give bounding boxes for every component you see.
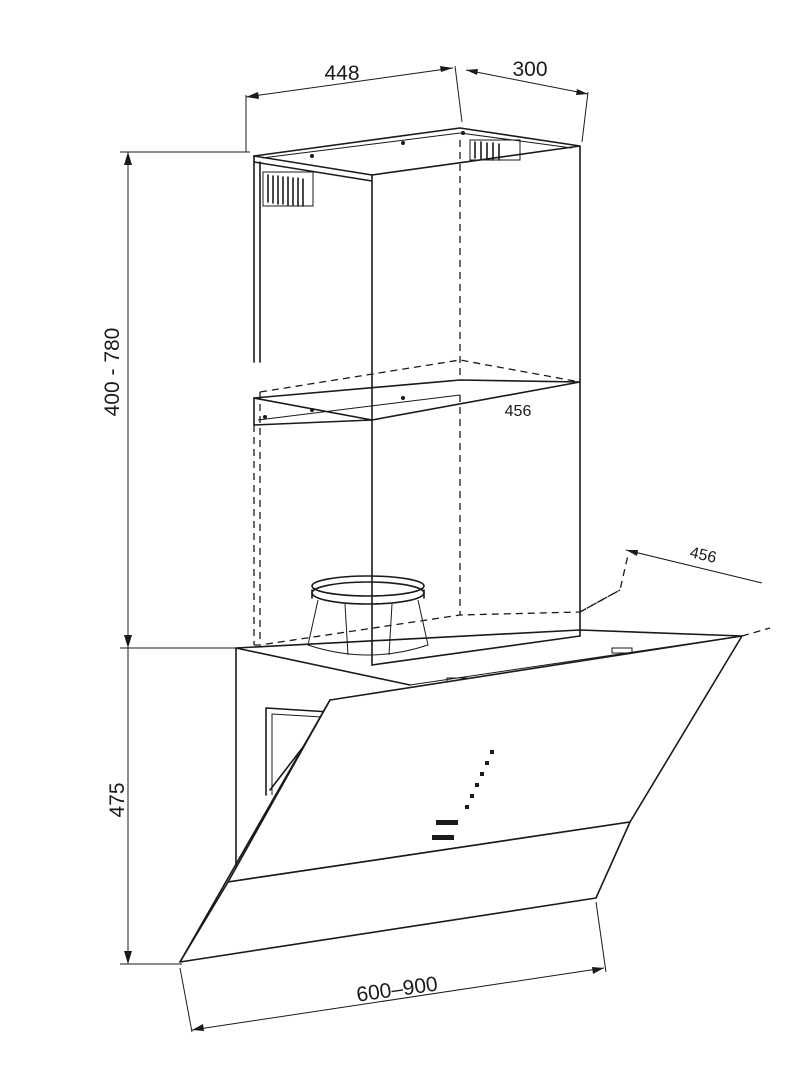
screw-icon	[310, 408, 314, 412]
screw-icon	[310, 154, 314, 158]
hood-body	[179, 554, 771, 963]
control-button	[432, 835, 454, 840]
hood-width-label: 600–900	[355, 972, 439, 1006]
bracket-width-label: 456	[505, 403, 532, 420]
dim-hood-height: 475	[106, 648, 182, 965]
hood-height-label: 475	[106, 782, 129, 817]
vent-slots-left	[262, 171, 314, 207]
control-button	[436, 820, 458, 825]
screw-icon	[461, 131, 465, 135]
screw-icon	[401, 396, 405, 400]
chimney-width-label: 448	[324, 62, 359, 85]
vent-slots-right	[469, 139, 521, 161]
dim-chimney-depth: 300	[465, 58, 589, 143]
hood-latch	[611, 647, 633, 654]
screw-icon	[401, 141, 405, 145]
screw-icon	[263, 415, 267, 419]
exhaust-collar	[307, 575, 429, 656]
chimney-depth-label: 300	[512, 58, 547, 81]
control-panel-indicators	[432, 750, 494, 840]
dim-chimney-height: 400 - 780	[101, 151, 250, 649]
chimney-height-label: 400 - 780	[101, 328, 124, 417]
dim-canopy-depth: 456	[625, 544, 763, 584]
canopy-depth-label: 456	[688, 544, 718, 567]
dim-chimney-width: 448	[245, 62, 463, 152]
upper-chimney	[253, 127, 581, 640]
lower-chimney	[253, 379, 581, 666]
